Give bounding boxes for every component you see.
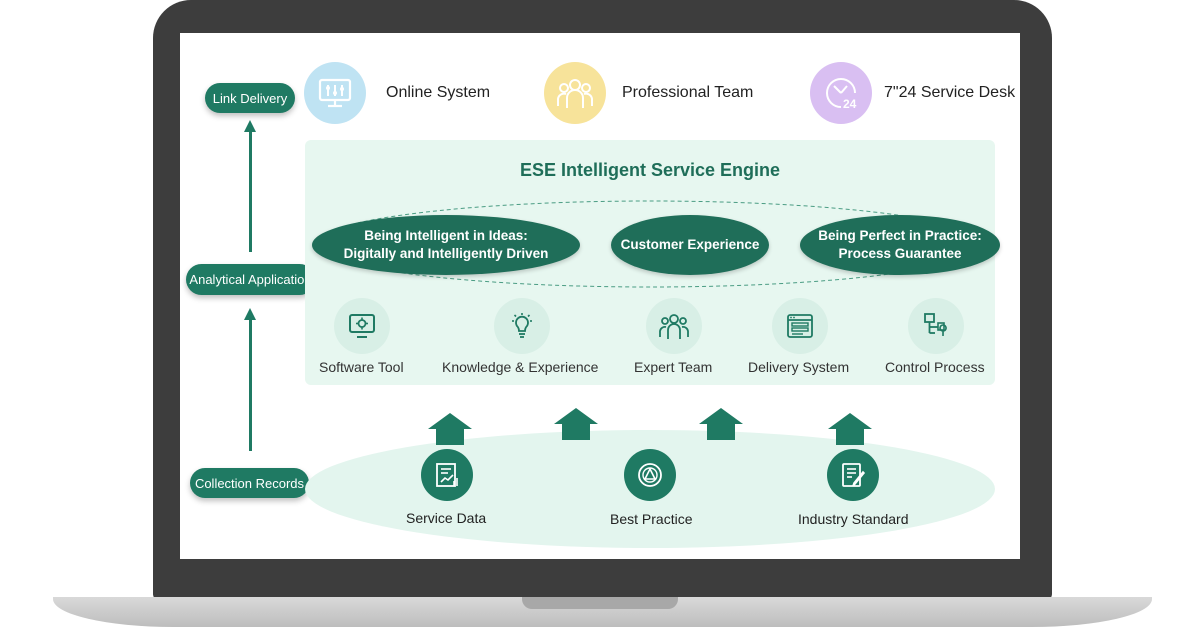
oval-line: Being Perfect in Practice: <box>818 228 982 243</box>
capability-label: Knowledge & Experience <box>442 359 599 375</box>
collection-records-pill: Collection Records <box>190 468 309 498</box>
oval-perfect-practice: Being Perfect in Practice: Process Guaran… <box>800 215 1000 275</box>
analytical-application-label: Analytical Application <box>189 272 312 287</box>
link-delivery-pill: Link Delivery <box>205 83 295 113</box>
analytical-application-pill: Analytical Application <box>186 264 315 295</box>
clock-24-icon: 24 <box>810 62 872 124</box>
best-practice-icon <box>624 449 676 501</box>
house-arrow-icon <box>699 408 743 440</box>
oval-intelligent-ideas: Being Intelligent in Ideas: Digitally and… <box>312 215 580 275</box>
capability-label: Software Tool <box>319 359 404 375</box>
monitor-sliders-icon <box>304 62 366 124</box>
oval-line: Process Guarantee <box>838 246 962 261</box>
top-row-label: Professional Team <box>622 84 754 101</box>
oval-line: Being Intelligent in Ideas: <box>364 228 528 243</box>
oval-line: Digitally and Intelligently Driven <box>343 246 549 261</box>
lightbulb-icon <box>494 298 550 354</box>
foundation-label: Industry Standard <box>798 511 909 527</box>
software-tool-icon <box>334 298 390 354</box>
arrow-up-icon <box>244 308 256 320</box>
arrow-up-icon <box>244 120 256 132</box>
oval-line: Customer Experience <box>620 237 760 252</box>
svg-text:24: 24 <box>843 97 857 111</box>
industry-standard-icon <box>827 449 879 501</box>
flow-line <box>249 130 252 252</box>
foundation-label: Service Data <box>406 510 487 526</box>
engine-panel: ESE Intelligent Service Engine Being Int… <box>305 140 1000 385</box>
collection-records-label: Collection Records <box>194 475 305 491</box>
delivery-system-icon <box>772 298 828 354</box>
laptop-notch <box>522 597 678 609</box>
capability-label: Control Process <box>885 359 985 375</box>
house-arrow-icon <box>828 413 872 445</box>
foundation-label: Best Practice <box>610 511 693 527</box>
oval-customer-experience: Customer Experience <box>611 215 769 275</box>
service-data-icon <box>421 449 473 501</box>
capability-label: Expert Team <box>634 359 713 375</box>
top-row-label: Online System <box>386 84 491 101</box>
house-arrow-icon <box>428 413 472 445</box>
house-arrow-icon <box>554 408 598 440</box>
expert-team-icon <box>646 298 702 354</box>
engine-title: ESE Intelligent Service Engine <box>519 160 781 180</box>
top-row-label: 7"24 Service Desk <box>884 84 1016 101</box>
link-delivery-label: Link Delivery <box>212 90 288 106</box>
capability-label: Delivery System <box>748 359 850 375</box>
flow-line <box>249 318 252 451</box>
control-process-icon <box>908 298 964 354</box>
team-icon <box>544 62 606 124</box>
